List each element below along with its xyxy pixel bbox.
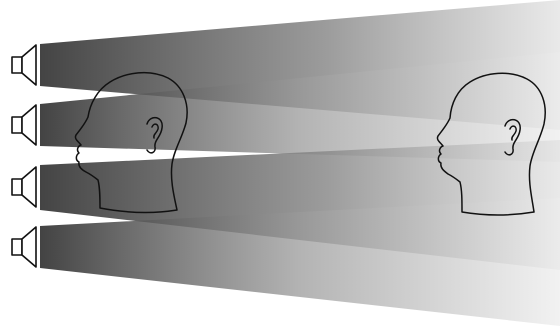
loudspeaker-icon	[12, 167, 36, 207]
loudspeaker-icon	[12, 105, 36, 145]
beams-layer	[40, 0, 560, 326]
loudspeaker-icon	[12, 227, 36, 267]
loudspeaker-icon	[12, 45, 36, 85]
speaker-array	[12, 45, 36, 267]
